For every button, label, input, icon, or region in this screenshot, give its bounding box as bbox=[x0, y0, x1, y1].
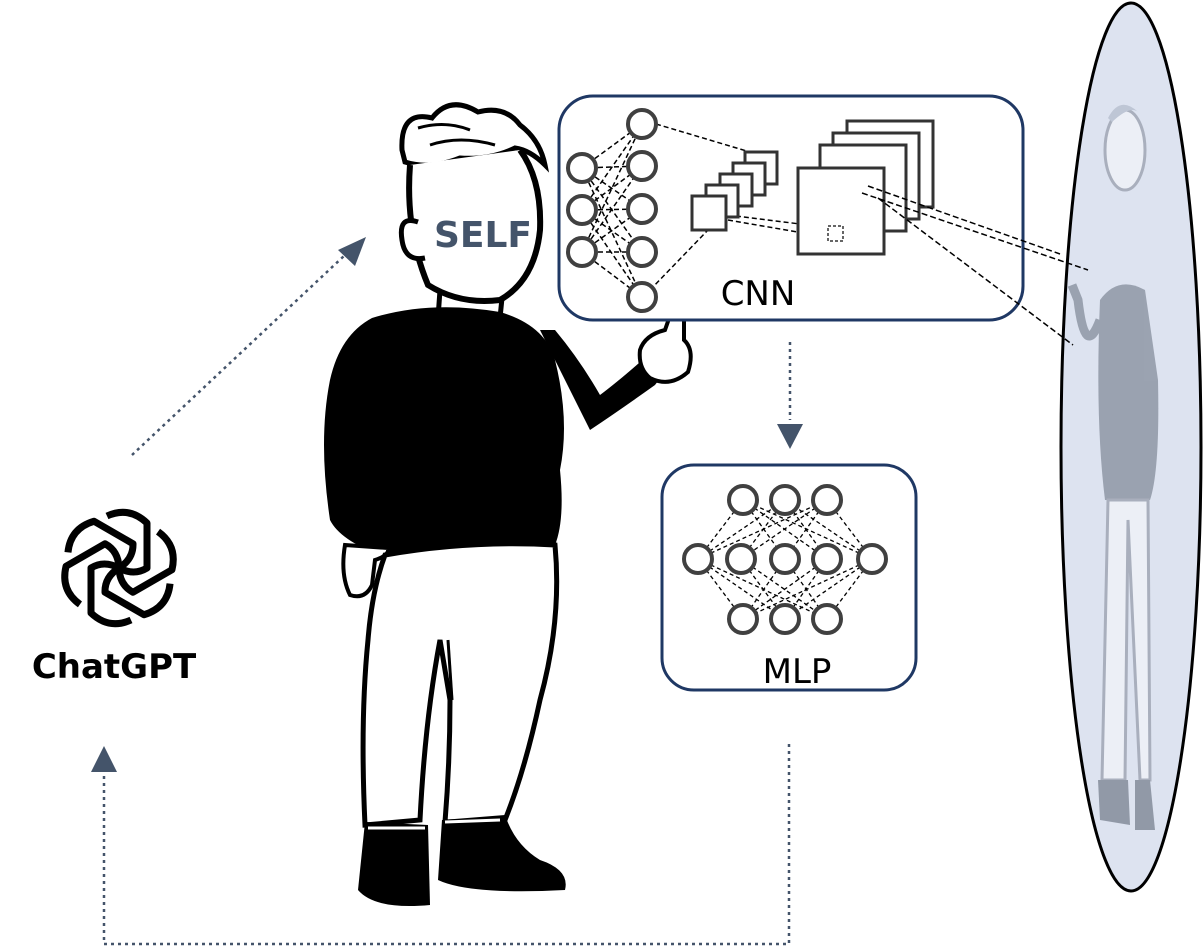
reflection-figure bbox=[1067, 104, 1159, 830]
cnn-small-feature-maps bbox=[690, 150, 779, 232]
cnn-large-feature-maps bbox=[796, 119, 935, 256]
cnn-box: CNN bbox=[557, 94, 1025, 322]
reflection-lines bbox=[861, 185, 1089, 346]
cnn-input-nodes bbox=[566, 152, 598, 268]
cnn-label: CNN bbox=[721, 274, 796, 314]
chatgpt-logo-icon bbox=[61, 508, 177, 628]
self-label: SELF bbox=[434, 215, 532, 256]
mlp-nodes bbox=[682, 484, 888, 635]
mlp-connections bbox=[697, 499, 873, 620]
mlp-label: MLP bbox=[763, 652, 832, 692]
arrow-cnn-to-mlp-head bbox=[777, 424, 803, 449]
cnn-kernel-box bbox=[827, 225, 844, 242]
mlp-box: MLP bbox=[660, 463, 918, 692]
mirror bbox=[1059, 1, 1203, 893]
arrow-mlp-to-chatgpt bbox=[102, 744, 791, 946]
arrow-chatgpt-to-self bbox=[131, 254, 346, 456]
chatgpt-label: ChatGPT bbox=[32, 647, 197, 687]
arrow-mlp-to-chatgpt-head bbox=[91, 746, 117, 772]
person-figure bbox=[324, 102, 693, 906]
cnn-hidden-nodes bbox=[626, 108, 658, 313]
arrow-chatgpt-to-self-head bbox=[338, 237, 366, 266]
